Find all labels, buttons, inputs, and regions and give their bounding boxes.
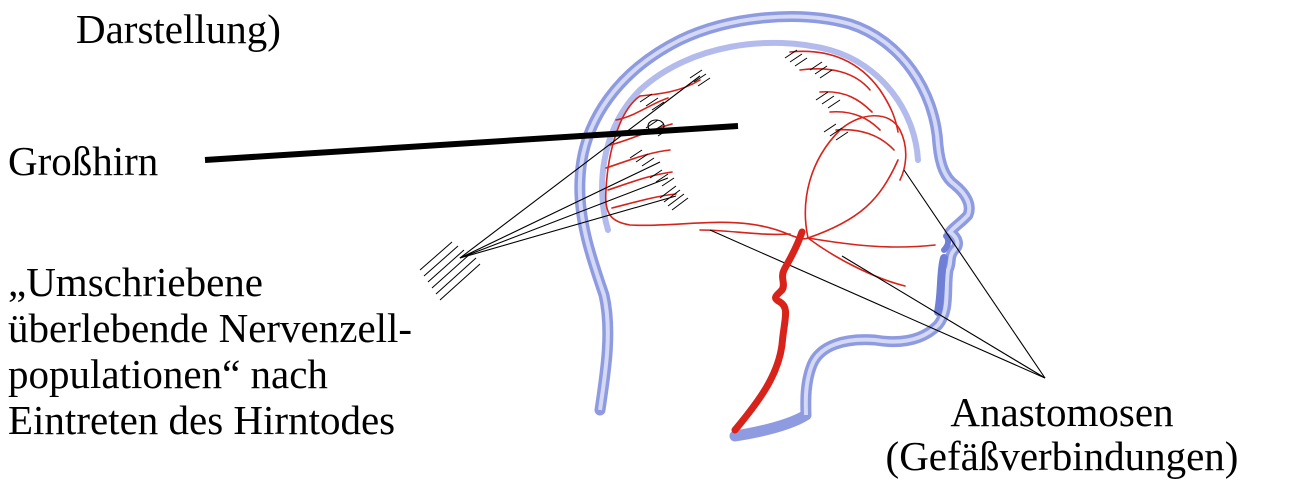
pointer-line [460, 162, 660, 258]
cerebral-artery [800, 69, 870, 90]
cerebral-artery [790, 51, 898, 132]
cerebral-artery [820, 92, 872, 112]
pointer-line [460, 178, 668, 258]
lips-accent [944, 236, 948, 250]
hatch-mark [660, 186, 688, 210]
cerebral-artery [808, 160, 898, 238]
carotid-artery [735, 232, 802, 430]
cerebral-artery [606, 96, 808, 239]
carotid-artery-path [735, 232, 802, 430]
pointer-grosshirn [205, 126, 738, 160]
cerebral-artery [836, 130, 894, 150]
cerebral-artery [608, 172, 672, 190]
hatch-mark [816, 92, 840, 108]
hatch-mark [785, 50, 807, 66]
cerebral-artery [700, 230, 790, 234]
hatch-legend-mark [420, 242, 480, 300]
lips-accent [938, 258, 944, 312]
pointer-anastomosen [710, 170, 1045, 378]
pointer-line [460, 196, 676, 258]
cerebral-artery [805, 116, 905, 238]
cerebral-artery [808, 238, 935, 247]
